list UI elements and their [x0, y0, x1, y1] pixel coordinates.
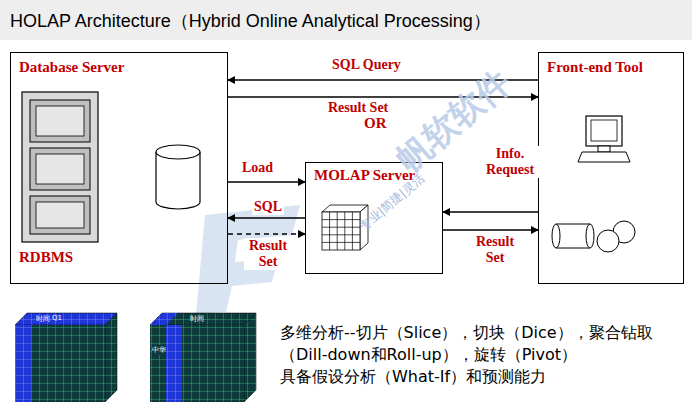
- feature-note: 具备假设分析（What-If）和预测能力: [280, 366, 684, 388]
- axis-label: 时间: [36, 314, 50, 324]
- node-label: RDBMS: [19, 249, 73, 266]
- edge-label: Load: [240, 160, 275, 176]
- edge-label: SQL: [252, 199, 284, 215]
- edge-label: SQL Query: [330, 57, 403, 73]
- node-label: MOLAP Server: [314, 167, 415, 184]
- server-box: Front-end Tool: [538, 52, 684, 284]
- axis-label: Q1: [52, 314, 62, 322]
- edge-label: Result Set: [326, 100, 390, 116]
- edge-label: Result Set: [244, 238, 292, 270]
- connector-arrow: [443, 211, 538, 212]
- connector-note: OR: [364, 115, 387, 132]
- connector-arrow: [228, 181, 305, 182]
- edge-label: Info. Request: [476, 146, 544, 178]
- connector-arrow: [443, 229, 538, 230]
- node-label: Front-end Tool: [547, 59, 643, 76]
- node-label: Database Server: [19, 59, 124, 76]
- server-box: Database ServerRDBMS: [10, 52, 228, 284]
- edge-label: Result Set: [470, 234, 520, 266]
- connector-arrow: [228, 217, 305, 218]
- axis-label: 时间: [190, 314, 204, 324]
- watermark-logo: [196, 205, 300, 314]
- connector-arrow: [228, 233, 305, 234]
- axis-label: 中华: [152, 345, 166, 355]
- diagram-title: HOLAP Architecture（Hybrid Online Analyti…: [10, 9, 491, 33]
- feature-note: 多维分析--切片（Slice），切块（Dice），聚合钻取（Dill-down和…: [280, 322, 684, 366]
